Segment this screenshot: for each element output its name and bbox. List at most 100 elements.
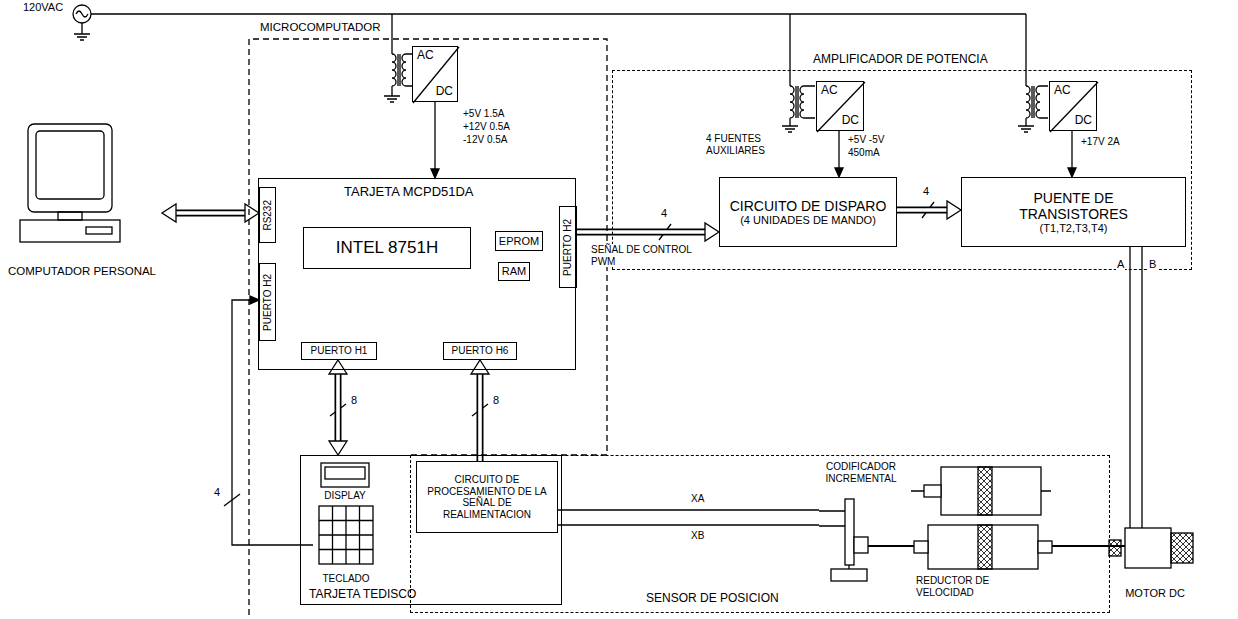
keypad-grid bbox=[319, 534, 373, 535]
node-label: AC bbox=[417, 49, 434, 63]
bus-line bbox=[173, 210, 248, 217]
annotation-label: 4 FUENTES AUXILIARES bbox=[705, 133, 782, 156]
bus-line bbox=[577, 229, 708, 236]
display-frame bbox=[321, 463, 369, 487]
motor-terminal bbox=[1130, 520, 1142, 528]
amplifier-region: AMPLIFICADOR DE POTENCIAACDCACDCCIRCUITO… bbox=[612, 70, 1192, 270]
arrowhead bbox=[162, 204, 176, 222]
arrowhead bbox=[329, 441, 347, 455]
bus-line bbox=[173, 211, 248, 215]
incremental-encoder: CODIFICADOR INCREMENTAL bbox=[819, 459, 903, 589]
node-label: INTEL 8751H bbox=[336, 238, 438, 258]
bus-line bbox=[897, 207, 950, 214]
personal-computer-drawing bbox=[2, 120, 162, 280]
connector bbox=[471, 360, 489, 461]
keypad-grid bbox=[319, 506, 373, 564]
arrowhead bbox=[329, 360, 347, 374]
process-box: CIRCUITO DE DISPARO(4 UNIDADES DE MANDO) bbox=[719, 177, 897, 247]
node-sublabel: DC bbox=[436, 85, 453, 99]
gear-teeth bbox=[978, 525, 992, 569]
pc-base bbox=[20, 220, 120, 242]
node-label: PUERTO H1 bbox=[311, 345, 368, 357]
node-label: AC bbox=[1054, 84, 1071, 98]
node-label: PUERTO H2 bbox=[262, 274, 274, 331]
display-screen bbox=[325, 467, 365, 479]
arrowhead bbox=[947, 201, 961, 219]
node-label: MOTOR DC bbox=[1125, 587, 1185, 600]
node-label: RAM bbox=[502, 265, 526, 278]
port-box: PUERTO H2 bbox=[259, 263, 276, 341]
node-label: COMPUTADOR PERSONAL bbox=[8, 265, 156, 278]
node-label: RS232 bbox=[262, 200, 274, 231]
node-sublabel: (4 UNIDADES DE MANDO) bbox=[740, 214, 876, 227]
annotation-label: +5V 1.5A bbox=[462, 108, 505, 120]
motor-body bbox=[1125, 528, 1171, 568]
node-label: PUERTO H2 bbox=[562, 219, 574, 276]
arrowhead bbox=[835, 168, 843, 177]
node-label: MICROCOMPUTADOR bbox=[260, 21, 381, 34]
region-outline bbox=[249, 39, 607, 615]
monitor-screen bbox=[36, 131, 104, 199]
memory-box: RAM bbox=[498, 262, 530, 281]
node-label: TARJETA MCPD51DA bbox=[344, 185, 474, 200]
encoder-leads bbox=[819, 511, 845, 526]
encoder-base bbox=[831, 569, 867, 581]
transformer-symbol bbox=[1018, 86, 1048, 132]
node-label: CODIFICADOR INCREMENTAL bbox=[823, 461, 899, 484]
node-label: EPROM bbox=[499, 235, 539, 248]
personal-computer: COMPUTADOR PERSONAL bbox=[2, 120, 162, 280]
signal-line bbox=[1129, 247, 1130, 520]
connector bbox=[558, 525, 819, 526]
gear-hub bbox=[914, 541, 928, 553]
ground-symbol bbox=[74, 23, 90, 40]
arrowhead bbox=[705, 223, 719, 241]
annotation-label: -12V 0.5A bbox=[462, 134, 508, 146]
converter-diagonal bbox=[1050, 82, 1098, 132]
acdc-converter: AC DC bbox=[412, 46, 458, 102]
node-label: TECLADO bbox=[322, 573, 369, 585]
annotation-label: 450mA bbox=[847, 147, 881, 159]
connector bbox=[897, 201, 961, 219]
memory-box: EPROM bbox=[495, 231, 543, 251]
connector bbox=[431, 102, 439, 178]
arrowhead bbox=[471, 360, 489, 374]
acdc-converter: ACDC bbox=[816, 81, 864, 131]
keypad-grid bbox=[319, 549, 373, 550]
shaft-coupling bbox=[1109, 540, 1121, 556]
node-label: CIRCUITO DE DISPARO bbox=[730, 198, 887, 214]
port-box: RS232 bbox=[259, 187, 276, 243]
annotation-label: 4 bbox=[922, 185, 930, 198]
monitor-stand bbox=[58, 212, 82, 220]
encoder-disk bbox=[845, 499, 854, 565]
node-sublabel: (T1,T2,T3,T4) bbox=[1040, 222, 1108, 235]
port-box: PUERTO H6 bbox=[443, 342, 517, 360]
annotation-label: 120VAC bbox=[22, 1, 64, 14]
node-label: AC bbox=[821, 84, 838, 98]
dc-motor: MOTOR DC bbox=[1105, 520, 1205, 602]
signal-line bbox=[838, 131, 839, 170]
bus-line bbox=[897, 208, 950, 212]
process-box: CIRCUITO DE PROCESAMIENTO DE LA SEÑAL DE… bbox=[416, 461, 558, 533]
signal-line bbox=[558, 524, 819, 525]
node-label: TARJETA TEDISCO bbox=[309, 588, 416, 602]
signal-line bbox=[1141, 247, 1142, 520]
bus-line bbox=[478, 371, 482, 461]
speed-reducer: REDUCTOR DE VELOCIDAD bbox=[906, 463, 1056, 603]
power-wiring bbox=[73, 5, 1127, 546]
connector bbox=[1142, 247, 1143, 520]
chip-box: INTEL 8751H bbox=[303, 227, 471, 269]
process-box: PUENTE DE TRANSISTORES(T1,T2,T3,T4) bbox=[961, 177, 1186, 247]
acdc-converter: ACDC bbox=[1049, 81, 1097, 131]
monitor bbox=[28, 124, 112, 212]
microcomputer-region: MICROCOMPUTADORACDCTARJETA MCPD51DARS232… bbox=[248, 38, 608, 616]
annotation-label: +17V 2A bbox=[1080, 136, 1121, 148]
motor-endcap bbox=[1171, 533, 1193, 563]
bus-line bbox=[335, 371, 342, 444]
signal-line bbox=[558, 509, 819, 510]
arrowhead bbox=[245, 204, 259, 222]
signal-label: XA bbox=[690, 493, 705, 505]
signal-label: XB bbox=[690, 530, 705, 542]
sine-symbol bbox=[76, 11, 88, 17]
circuit-board: TARJETA MCPD51DA RS232PUERTO H2 INTEL 8751… bbox=[258, 178, 576, 370]
